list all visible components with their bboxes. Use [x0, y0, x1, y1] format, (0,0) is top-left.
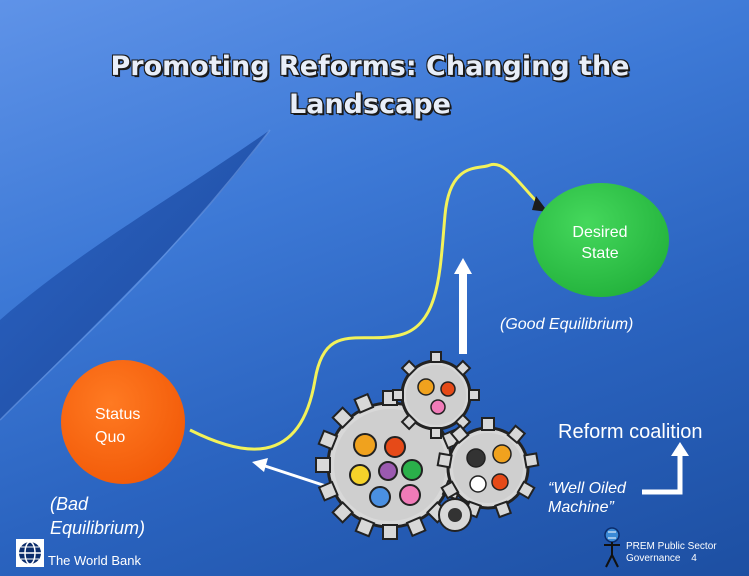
- bad-equilibrium-line2: Equilibrium): [50, 518, 146, 538]
- status-quo-circle: [61, 360, 185, 484]
- desired-state-line1: Desired: [572, 224, 628, 241]
- coalition-arrow: [642, 442, 689, 495]
- good-equilibrium-label: (Good Equilibrium): [500, 316, 634, 333]
- leftward-arrow: [252, 458, 333, 490]
- slide-title-line1: Promoting Reforms: Changing the: [110, 51, 630, 82]
- bad-equilibrium-line1: (Bad: [50, 494, 89, 514]
- page-number: 4: [691, 553, 697, 564]
- decorative-swoosh: [0, 130, 270, 420]
- world-bank-brand: The World Bank: [48, 553, 141, 568]
- bad-equilibrium-label: (Bad Equilibrium): [50, 492, 145, 540]
- well-oiled-machine-label: “Well Oiled Machine”: [548, 479, 626, 517]
- status-quo-line1: Status: [95, 406, 141, 423]
- reform-path-line: [189, 162, 542, 451]
- prem-unit-line2: Governance: [626, 553, 681, 564]
- desired-state-line2: State: [581, 245, 619, 262]
- desired-state-label: Desired State: [560, 222, 640, 264]
- prem-footer: PREM Public Sector Governance 4: [626, 541, 717, 565]
- prem-unit-line1: PREM Public Sector: [626, 541, 717, 552]
- gears-cluster-icon: [315, 351, 540, 540]
- well-oiled-line1: “Well Oiled: [548, 480, 626, 497]
- reform-coalition-label: Reform coalition: [558, 421, 703, 443]
- world-bank-globe-icon: [16, 539, 44, 567]
- upward-arrow: [454, 258, 472, 354]
- slide-title: Promoting Reforms: Changing the Landscap…: [60, 48, 680, 124]
- status-quo-label: Status Quo: [95, 403, 140, 449]
- figure-globe-icon: [604, 527, 620, 568]
- well-oiled-line2: Machine”: [548, 499, 614, 516]
- path-arrowhead: [532, 196, 548, 212]
- desired-state-circle: [533, 183, 669, 297]
- status-quo-line2: Quo: [95, 429, 126, 446]
- slide-title-line2: Landscape: [289, 89, 451, 120]
